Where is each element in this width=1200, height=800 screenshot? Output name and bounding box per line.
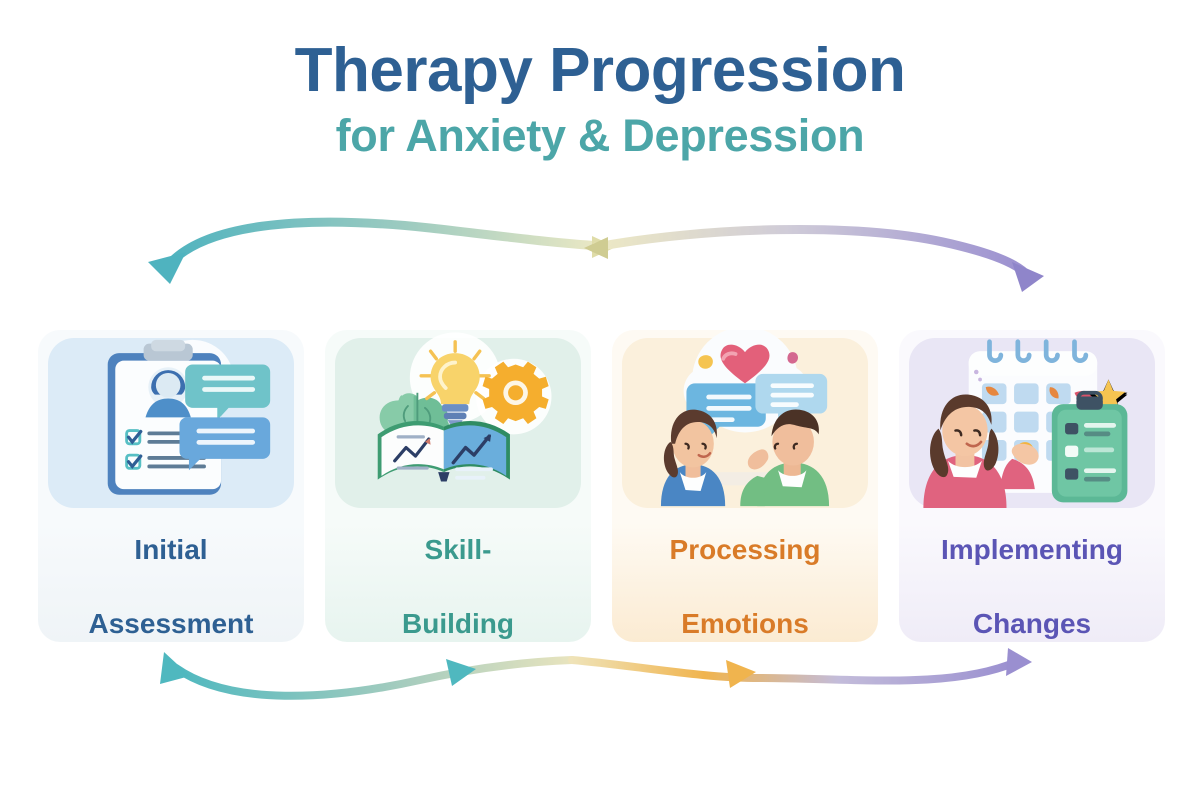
card-label-line2: Emotions xyxy=(681,607,809,639)
page-subtitle: for Anxiety & Depression xyxy=(335,109,865,161)
two-people-talking-icon xyxy=(622,330,868,508)
card-label-line2: Building xyxy=(402,607,514,639)
arrow-top-right xyxy=(584,224,1044,292)
card-label-line1: Initial xyxy=(134,534,208,565)
card-label: Initial Assessment xyxy=(38,514,304,642)
card-label: Processing Emotions xyxy=(612,514,878,642)
page-title: Therapy Progression xyxy=(294,36,906,105)
stage-card-initial-assessment[interactable]: Initial Assessment xyxy=(38,330,304,642)
clipboard-assessment-icon xyxy=(48,338,294,508)
brain-bulb-book-icon xyxy=(335,332,581,508)
title-block: Therapy Progression for Anxiety & Depres… xyxy=(0,36,1200,161)
stage-card-skill-building[interactable]: Skill- Building xyxy=(325,330,591,642)
stage-card-processing-emotions[interactable]: Processing Emotions xyxy=(612,330,878,642)
arrow-bottom-left xyxy=(160,652,576,700)
card-label-line1: Processing xyxy=(669,534,821,565)
arrow-bottom-right xyxy=(568,648,1032,688)
card-label-line1: Implementing xyxy=(940,534,1123,565)
card-label-line2: Changes xyxy=(972,607,1092,639)
card-label-line1: Skill- xyxy=(424,534,492,565)
stage-card-implementing-changes[interactable]: Implementing Changes xyxy=(899,330,1165,642)
card-label-line2: Assessment xyxy=(88,607,254,639)
calendar-planning-icon xyxy=(909,338,1155,508)
card-label: Skill- Building xyxy=(325,514,591,642)
arrow-top-left xyxy=(148,217,616,284)
card-label: Implementing Changes xyxy=(899,514,1165,642)
